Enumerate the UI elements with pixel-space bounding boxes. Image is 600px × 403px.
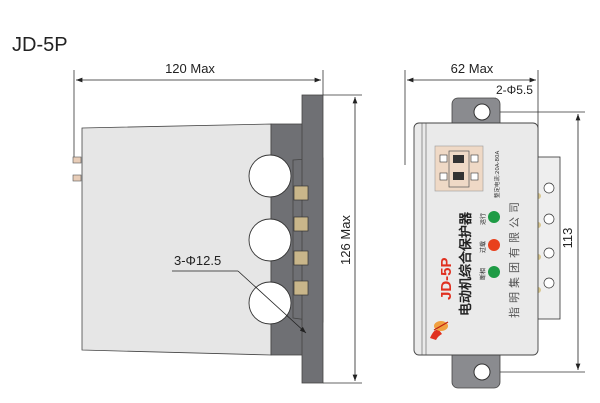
mount-hole (473, 363, 491, 381)
setting-dial[interactable] (453, 155, 464, 163)
indicator-label-overload: 过载 (479, 241, 487, 253)
decrease-button[interactable] (439, 154, 448, 163)
mount-hole-label: 2-Φ5.5 (496, 83, 533, 97)
model-label: JD-5P (438, 257, 455, 300)
brand-logo-icon (430, 321, 449, 340)
pin (72, 174, 82, 182)
side-body (81, 123, 272, 356)
rated-current: 整定电流:20A-80A (493, 151, 501, 198)
front-width-label: 62 Max (451, 61, 494, 76)
overload-indicator-led (488, 239, 500, 251)
setting-dial[interactable] (453, 172, 464, 180)
hole-dim-label: 3-Φ12.5 (174, 253, 221, 268)
cable-hole (248, 154, 292, 198)
decrease-button[interactable] (439, 172, 448, 181)
front-height-label: 113 (560, 228, 575, 249)
phase-loss-indicator-led (488, 266, 500, 278)
side-width-label: 120 Max (165, 61, 215, 76)
terminal-screws (543, 182, 555, 289)
increase-button[interactable] (470, 154, 479, 163)
increase-button[interactable] (470, 172, 479, 181)
terminal-screws (293, 185, 309, 296)
cable-hole (248, 281, 292, 325)
pin (72, 156, 82, 164)
run-indicator-led (488, 211, 500, 223)
indicator-label-phase-loss: 断相 (479, 268, 487, 280)
mount-hole (473, 103, 491, 121)
front-view: 62 Max 2-Φ5.5 (404, 61, 585, 389)
mounting-flange (301, 94, 324, 384)
side-view: 120 Max 126 Max 3-Φ12.5 (72, 61, 362, 384)
company-name: 指明集团有限公司 (507, 198, 521, 318)
adjust-panel (434, 145, 484, 192)
cable-hole (248, 218, 292, 262)
page-title: JD-5P (12, 34, 68, 56)
side-height-label: 126 Max (338, 215, 353, 265)
indicator-label-run: 运行 (479, 213, 487, 225)
product-name: 电动机综合保护器 (458, 211, 474, 316)
